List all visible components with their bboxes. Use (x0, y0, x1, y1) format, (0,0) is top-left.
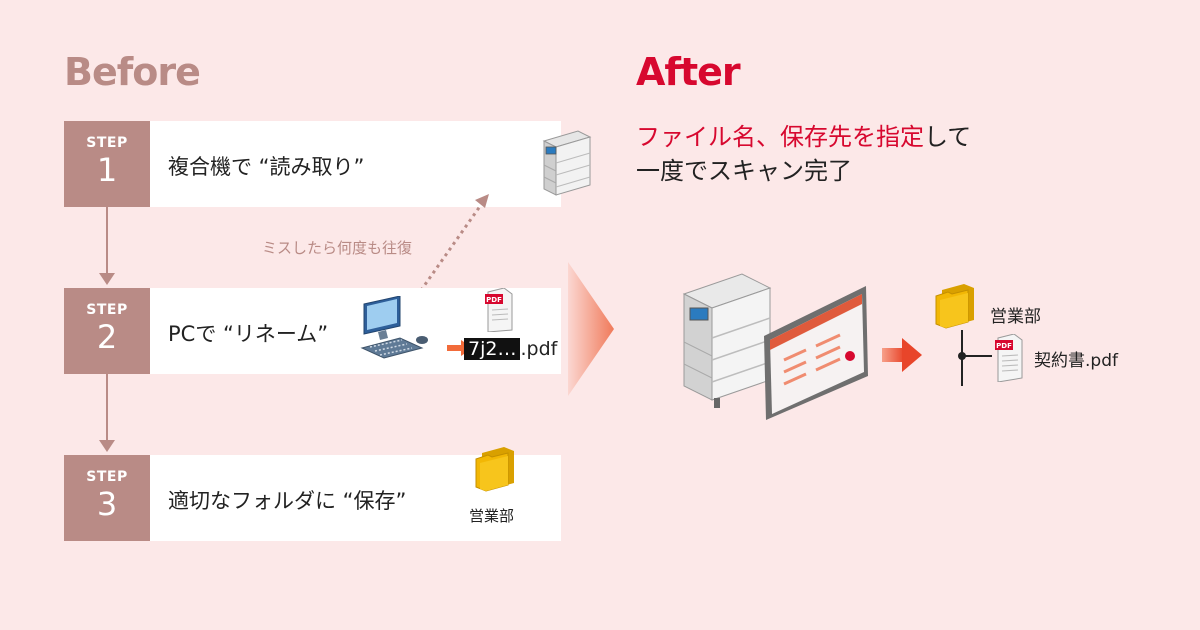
miss-note: ミスしたら何度も往復 (262, 239, 413, 257)
step-text: PCで “リネーム” (168, 322, 329, 346)
step-label: STEP (86, 135, 128, 151)
folder-label: 営業部 (469, 507, 515, 525)
step-number: 3 (96, 485, 118, 523)
pc-icon (360, 296, 428, 359)
after-folder-label: 営業部 (990, 307, 1041, 327)
transition-arrow-icon (568, 262, 614, 396)
after-title: After (636, 50, 741, 94)
copier-with-tablet-illustration (682, 273, 868, 420)
step-badge-1: STEP 1 (64, 121, 150, 207)
pdf-file-icon: PDF (485, 288, 513, 332)
step-text: 適切なフォルダに “保存” (168, 489, 407, 513)
masked-filename: 7j2… (464, 338, 521, 360)
after-highlight: ファイル名、保存先を指定 (636, 123, 924, 151)
step-2: STEP 2 PCで “リネーム” PDF (64, 288, 561, 374)
step-number: 1 (96, 151, 118, 189)
after-description-line-1: ファイル名、保存先を指定して (636, 120, 971, 154)
connector-arrowhead (99, 440, 115, 452)
filename-extension: .pdf (520, 338, 558, 360)
connector-line (106, 374, 108, 440)
connector-arrowhead (99, 273, 115, 285)
step-label: STEP (86, 302, 128, 318)
connector-line (106, 207, 108, 273)
step-card-3: 適切なフォルダに “保存” 営業部 (150, 447, 561, 541)
after-description: ファイル名、保存先を指定して 一度でスキャン完了 (636, 120, 971, 188)
step-badge-3: STEP 3 (64, 455, 150, 541)
after-file-label: 契約書.pdf (1034, 351, 1118, 371)
before-title: Before (64, 50, 201, 94)
pdf-badge-text: PDF (996, 342, 1012, 350)
pdf-file-icon: PDF (995, 334, 1023, 382)
renamed-filename: 7j2….pdf (464, 338, 557, 360)
arrow-right-icon (882, 338, 922, 372)
copier-icon (542, 130, 592, 196)
folder-tree-icon (935, 284, 992, 386)
after-line1-rest: して (924, 123, 972, 151)
step-badge-2: STEP 2 (64, 288, 150, 374)
folder-icon (475, 447, 514, 492)
step-number: 2 (96, 318, 118, 356)
step-card-2: PCで “リネーム” PDF 7j2….pdf (150, 288, 561, 374)
pdf-badge-text: PDF (486, 296, 502, 304)
step-text: 複合機で “読み取り” (168, 155, 365, 179)
after-description-line-2: 一度でスキャン完了 (636, 157, 852, 185)
step-1: STEP 1 複合機で “読み取り” (64, 121, 592, 207)
step-card-1: 複合機で “読み取り” (150, 121, 592, 207)
step-3: STEP 3 適切なフォルダに “保存” 営業部 (64, 447, 561, 541)
step-label: STEP (86, 469, 128, 485)
